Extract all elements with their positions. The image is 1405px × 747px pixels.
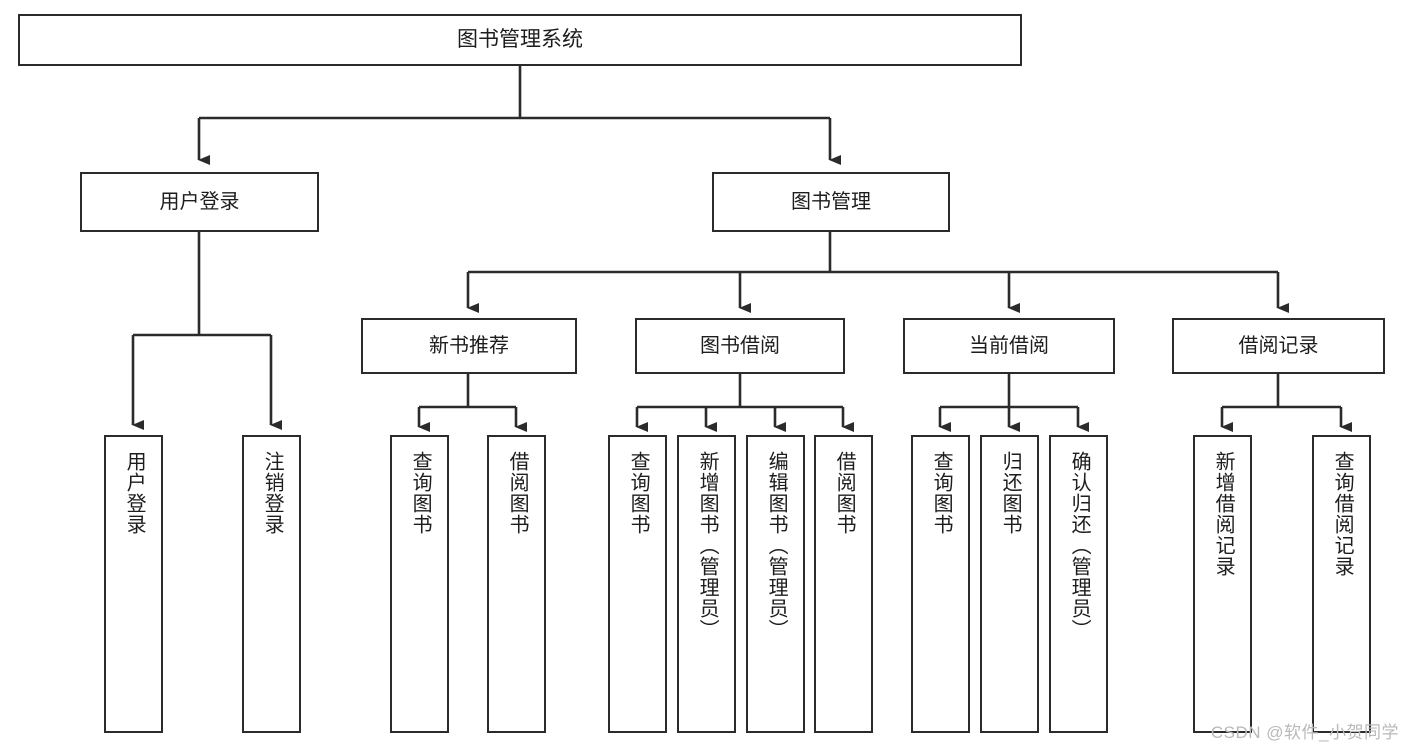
node-leaf-borrow-book-1-label: 借阅图书 — [506, 451, 529, 535]
node-root[interactable]: 图书管理系统 — [18, 14, 1022, 66]
node-leaf-borrow-book-1[interactable]: 借阅图书 — [487, 435, 546, 733]
node-leaf-query-book-2-label: 查询图书 — [627, 451, 650, 535]
node-root-label: 图书管理系统 — [457, 28, 583, 52]
node-user-login[interactable]: 用户登录 — [80, 172, 319, 232]
node-leaf-query-book-3[interactable]: 查询图书 — [911, 435, 970, 733]
node-leaf-user-logout-label: 注销登录 — [261, 451, 284, 535]
node-new-book-recommend[interactable]: 新书推荐 — [361, 318, 577, 374]
node-book-manage-label: 图书管理 — [791, 191, 871, 213]
node-leaf-borrow-book-2-label: 借阅图书 — [833, 451, 856, 535]
node-leaf-query-book-1-label: 查询图书 — [409, 451, 432, 535]
node-leaf-add-record-label: 新增借阅记录 — [1212, 451, 1235, 577]
node-leaf-add-record[interactable]: 新增借阅记录 — [1193, 435, 1252, 733]
node-leaf-user-logout[interactable]: 注销登录 — [242, 435, 301, 733]
node-borrow-record[interactable]: 借阅记录 — [1172, 318, 1385, 374]
node-book-borrow-label: 图书借阅 — [700, 335, 780, 357]
node-user-login-label: 用户登录 — [159, 191, 240, 213]
node-leaf-edit-book[interactable]: 编辑图书（管理员） — [746, 435, 805, 733]
node-leaf-return-book-label: 归还图书 — [999, 451, 1022, 535]
node-leaf-query-record-label: 查询借阅记录 — [1331, 451, 1354, 577]
node-leaf-confirm-return-label: 确认归还（管理员） — [1068, 451, 1091, 640]
node-leaf-query-book-2[interactable]: 查询图书 — [608, 435, 667, 733]
node-current-borrow[interactable]: 当前借阅 — [903, 318, 1115, 374]
node-leaf-add-book-label: 新增图书（管理员） — [696, 451, 719, 640]
node-leaf-add-book[interactable]: 新增图书（管理员） — [677, 435, 736, 733]
node-leaf-confirm-return[interactable]: 确认归还（管理员） — [1049, 435, 1108, 733]
node-book-borrow[interactable]: 图书借阅 — [635, 318, 845, 374]
node-leaf-query-record[interactable]: 查询借阅记录 — [1312, 435, 1371, 733]
watermark-text: CSDN @软件_小贺同学 — [1210, 723, 1399, 742]
node-leaf-user-login-label: 用户登录 — [123, 451, 146, 535]
node-leaf-query-book-3-label: 查询图书 — [930, 451, 953, 535]
node-leaf-query-book-1[interactable]: 查询图书 — [390, 435, 449, 733]
node-new-book-recommend-label: 新书推荐 — [429, 335, 509, 357]
node-leaf-return-book[interactable]: 归还图书 — [980, 435, 1039, 733]
node-borrow-record-label: 借阅记录 — [1238, 335, 1319, 357]
node-book-manage[interactable]: 图书管理 — [712, 172, 950, 232]
node-current-borrow-label: 当前借阅 — [969, 335, 1049, 357]
node-leaf-edit-book-label: 编辑图书（管理员） — [765, 451, 788, 640]
node-leaf-user-login[interactable]: 用户登录 — [104, 435, 163, 733]
node-leaf-borrow-book-2[interactable]: 借阅图书 — [814, 435, 873, 733]
